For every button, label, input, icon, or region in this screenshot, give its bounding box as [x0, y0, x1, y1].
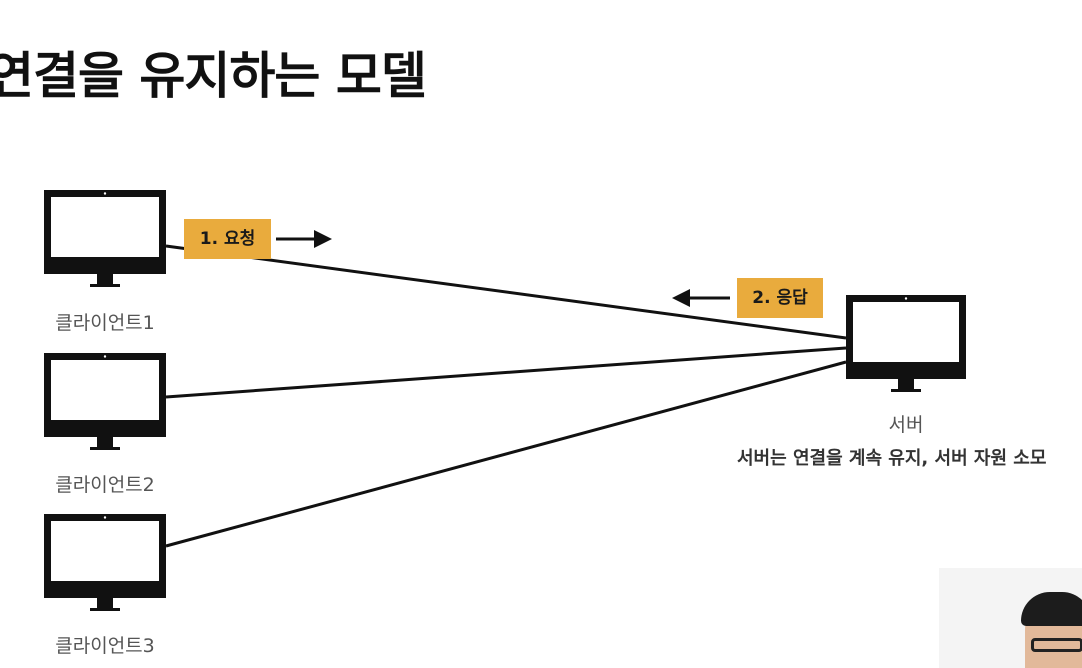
monitor-icon	[44, 190, 166, 287]
request-tag: 1. 요청	[184, 219, 271, 259]
client-label-2: 클라이언트2	[55, 474, 155, 496]
server-label: 서버	[888, 414, 924, 436]
client-label-1: 클라이언트1	[55, 312, 155, 334]
server-note: 서버는 연결을 계속 유지, 서버 자원 소모	[737, 448, 1047, 469]
monitor-icon	[44, 353, 166, 450]
connection-line-client3	[165, 360, 847, 548]
connection-line-client1	[165, 244, 847, 340]
monitor-icon	[44, 514, 166, 611]
slide-title: 연결을 유지하는 모델	[0, 47, 427, 105]
presenter-glasses-icon	[1031, 638, 1082, 652]
arrow-left-icon	[672, 289, 730, 307]
arrow-right-icon	[276, 230, 332, 248]
presenter-hair	[1021, 592, 1082, 626]
presenter-webcam	[939, 568, 1082, 668]
client-label-3: 클라이언트3	[55, 635, 155, 657]
monitor-icon	[846, 295, 966, 392]
connection-line-client2	[165, 346, 847, 399]
response-tag: 2. 응답	[737, 278, 823, 318]
